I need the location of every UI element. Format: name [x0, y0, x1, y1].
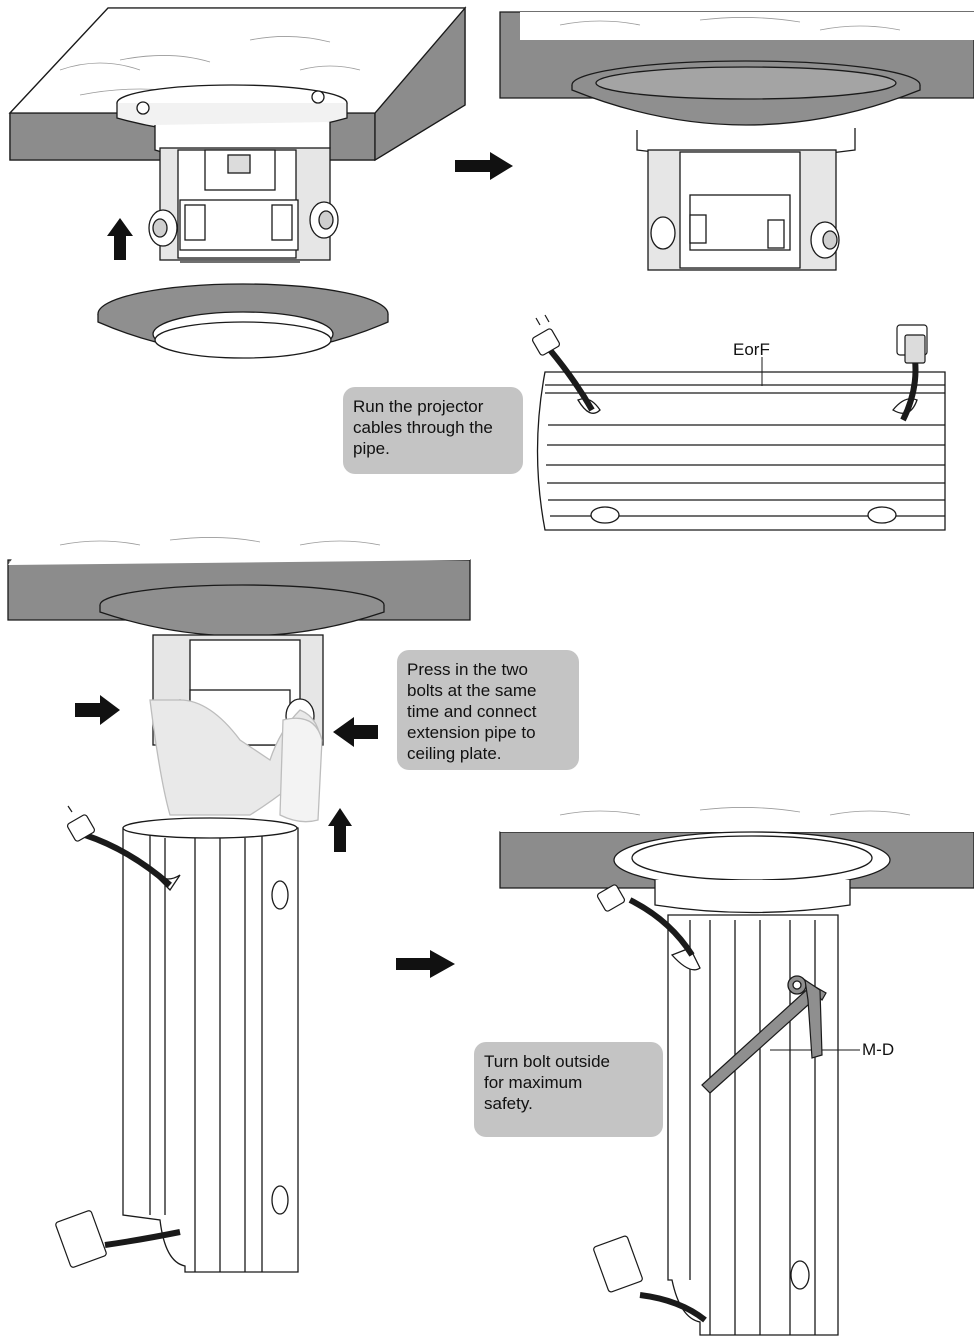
power-plug-icon — [531, 314, 561, 356]
callout-press-bolts: Press in the two bolts at the same time … — [397, 650, 579, 770]
arrow-up-icon — [107, 218, 133, 260]
arrow-right-icon — [75, 695, 120, 725]
panel-4-press-bolts — [7, 532, 471, 823]
vga-connector-icon — [593, 1235, 643, 1293]
power-plug-icon — [596, 884, 626, 912]
arrow-left-icon — [333, 717, 378, 747]
power-plug-icon — [66, 805, 96, 842]
arrow-right-icon — [396, 950, 455, 978]
callout-turn-bolt: Turn bolt outside for maximum safety. — [474, 1042, 663, 1137]
panel-2-ring-installed — [499, 11, 974, 271]
vga-connector-icon — [55, 1210, 107, 1268]
arrow-up-icon — [328, 808, 352, 852]
callout-run-cables: Run the projector cables through the pip… — [343, 387, 523, 474]
panel-6-tighten-bolt — [499, 800, 974, 1336]
panel-3-pipe-with-cables — [536, 348, 946, 531]
panel-5-vertical-pipe — [84, 817, 299, 1273]
arrow-right-icon — [455, 152, 513, 180]
vga-connector-icon — [896, 324, 928, 364]
pipe-label: EorF — [733, 340, 770, 359]
panel-1-mount-and-ring — [8, 6, 467, 359]
hex-key-icon — [701, 978, 827, 1094]
wrench-label: M-D — [862, 1040, 895, 1059]
